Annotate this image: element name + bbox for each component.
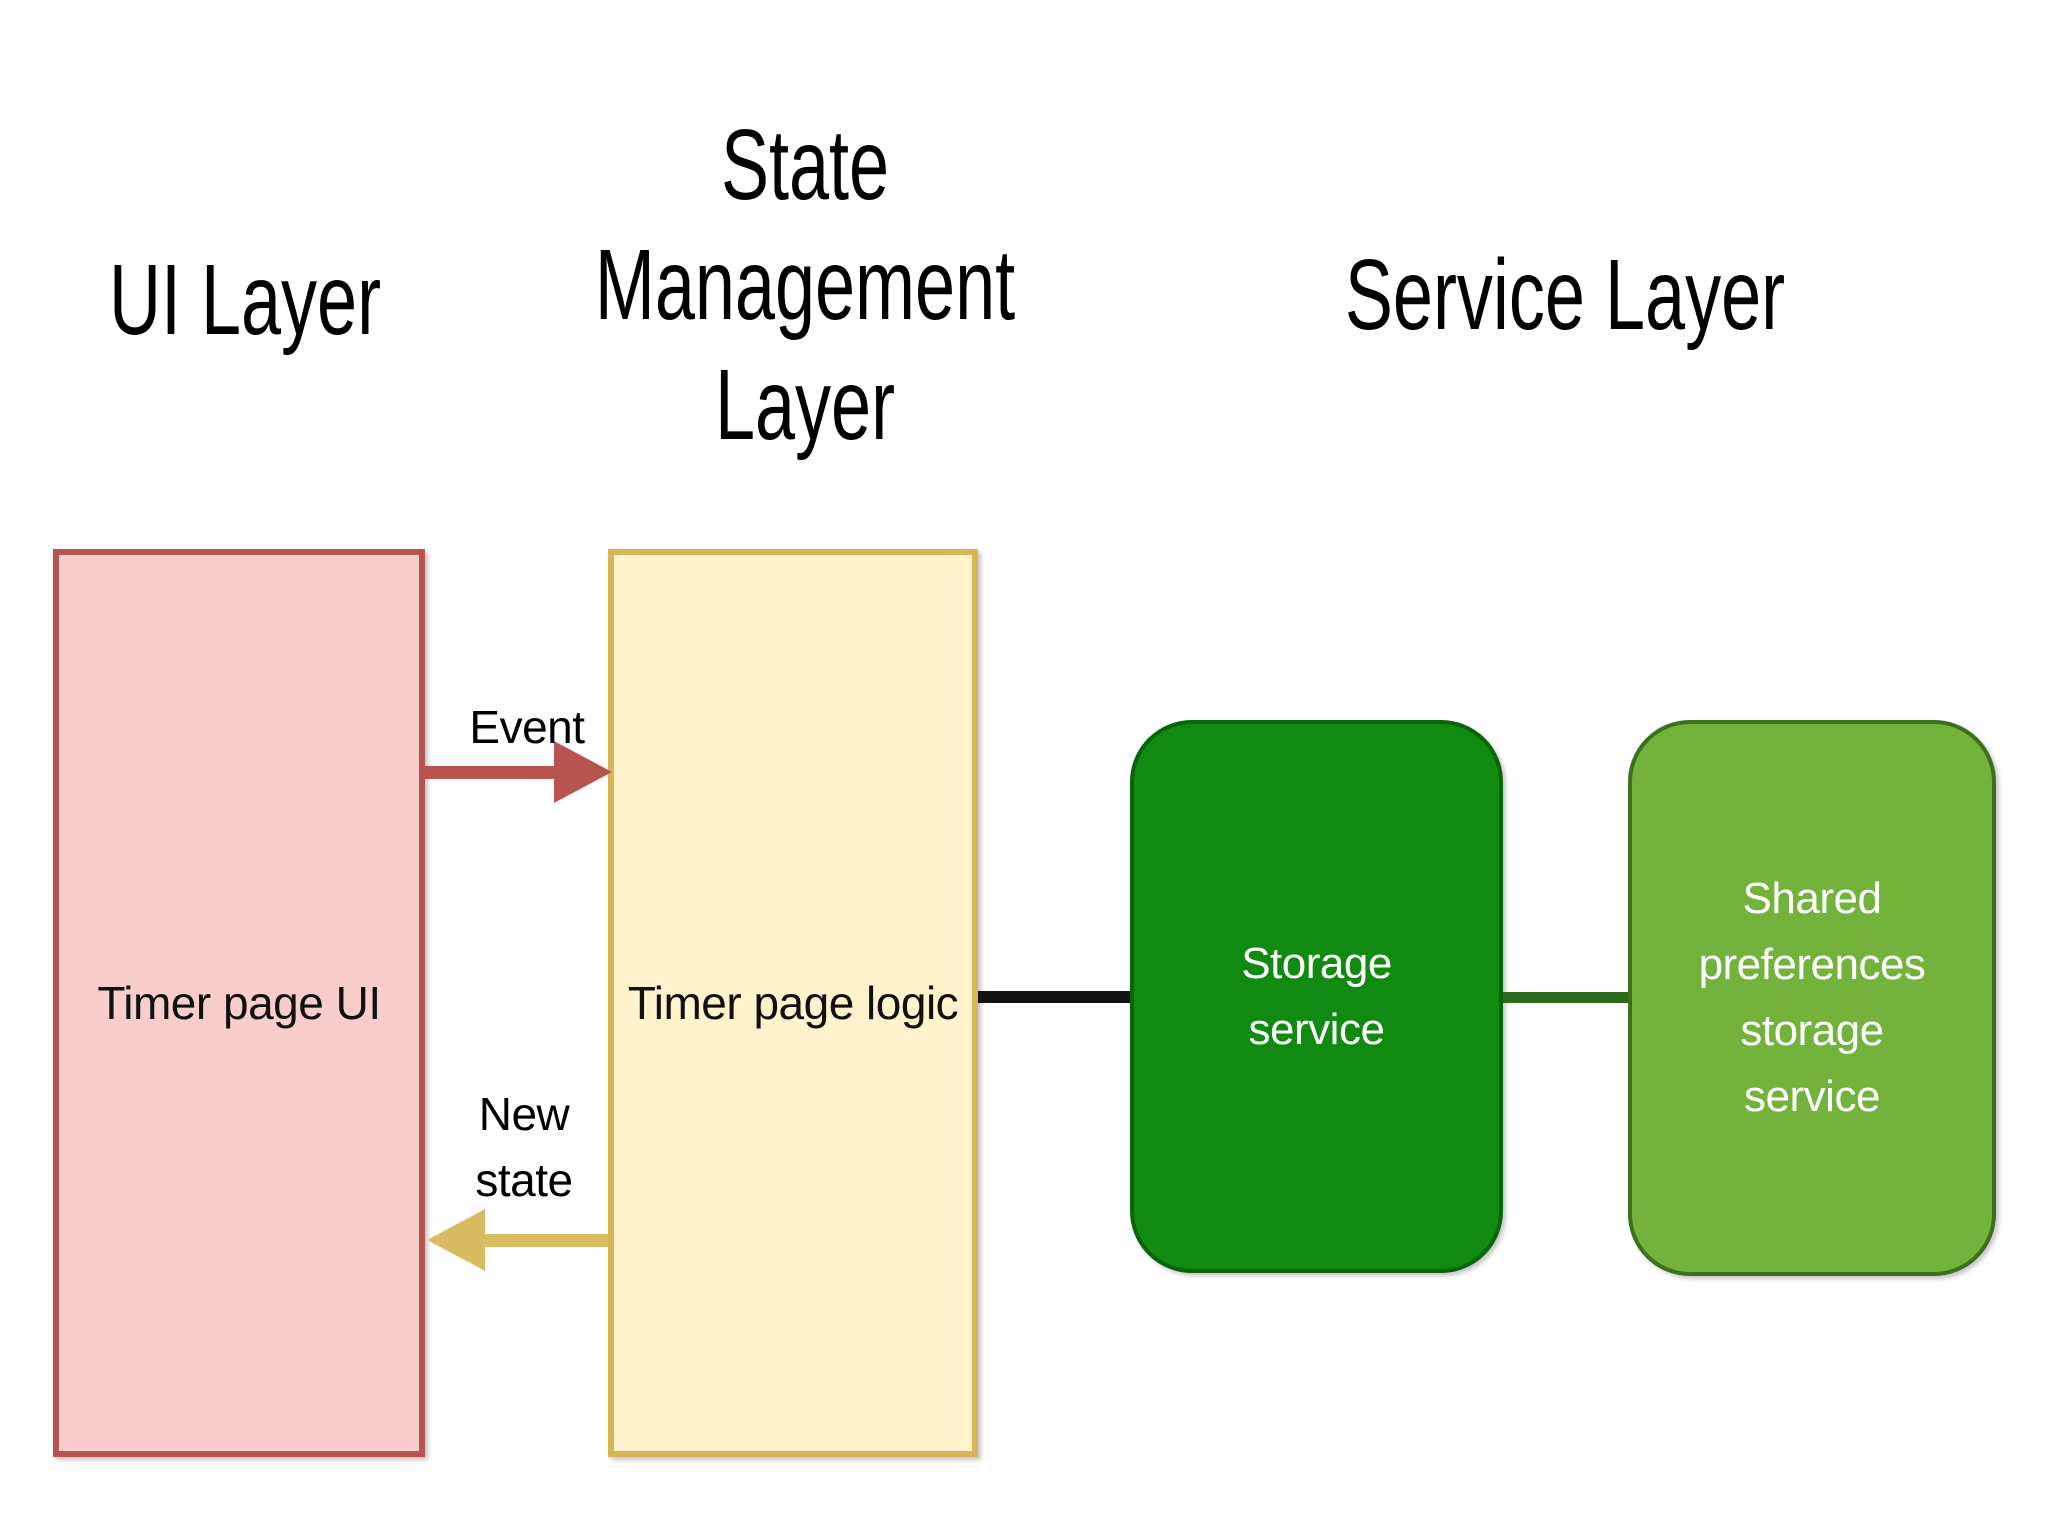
event-arrow-line <box>425 766 556 779</box>
ui-layer-heading-text: UI Layer <box>108 244 382 356</box>
timer-page-ui-label: Timer page UI <box>97 977 381 1029</box>
timer-page-logic-label: Timer page logic <box>627 977 959 1029</box>
storage-service-label-line2: service <box>1248 1004 1385 1054</box>
storage-service-label: Storage service <box>1241 931 1392 1063</box>
timer-page-ui-node: Timer page UI <box>53 549 425 1457</box>
timer-page-logic-node: Timer page logic <box>608 549 978 1457</box>
state-management-layer-heading: State Management Layer <box>445 105 1165 465</box>
new-state-label-line2: state <box>475 1154 573 1206</box>
shared-preferences-storage-service-node: Shared preferences storage service <box>1628 720 1996 1276</box>
service-layer-heading: Service Layer <box>1205 235 1925 355</box>
shared-preferences-label-line2: preferences <box>1698 940 1926 989</box>
event-arrowhead-icon <box>554 741 612 803</box>
service-layer-heading-text: Service Layer <box>1344 239 1786 351</box>
shared-preferences-storage-service-label: Shared preferences storage service <box>1699 866 1926 1130</box>
new-state-label-line1: New <box>478 1088 570 1140</box>
new-state-arrow-line <box>483 1234 608 1247</box>
shared-preferences-label-line3: storage <box>1740 1006 1884 1055</box>
state-management-heading-line1: State <box>720 109 890 221</box>
shared-preferences-label-line4: service <box>1744 1072 1880 1121</box>
shared-preferences-label-line1: Shared <box>1742 874 1882 923</box>
new-state-arrowhead-icon <box>427 1209 485 1271</box>
logic-to-storage-connector-line <box>978 991 1130 1003</box>
storage-service-label-line1: Storage <box>1241 938 1392 988</box>
state-management-heading-line2: Management <box>594 229 1016 341</box>
event-arrow-label: Event <box>469 701 585 753</box>
storage-service-node: Storage service <box>1130 720 1503 1273</box>
new-state-arrow-label: New state <box>374 1081 674 1213</box>
ui-layer-heading: UI Layer <box>0 240 605 360</box>
storage-to-shared-preferences-connector-line <box>1503 992 1628 1003</box>
state-management-heading-line3: Layer <box>714 349 896 461</box>
